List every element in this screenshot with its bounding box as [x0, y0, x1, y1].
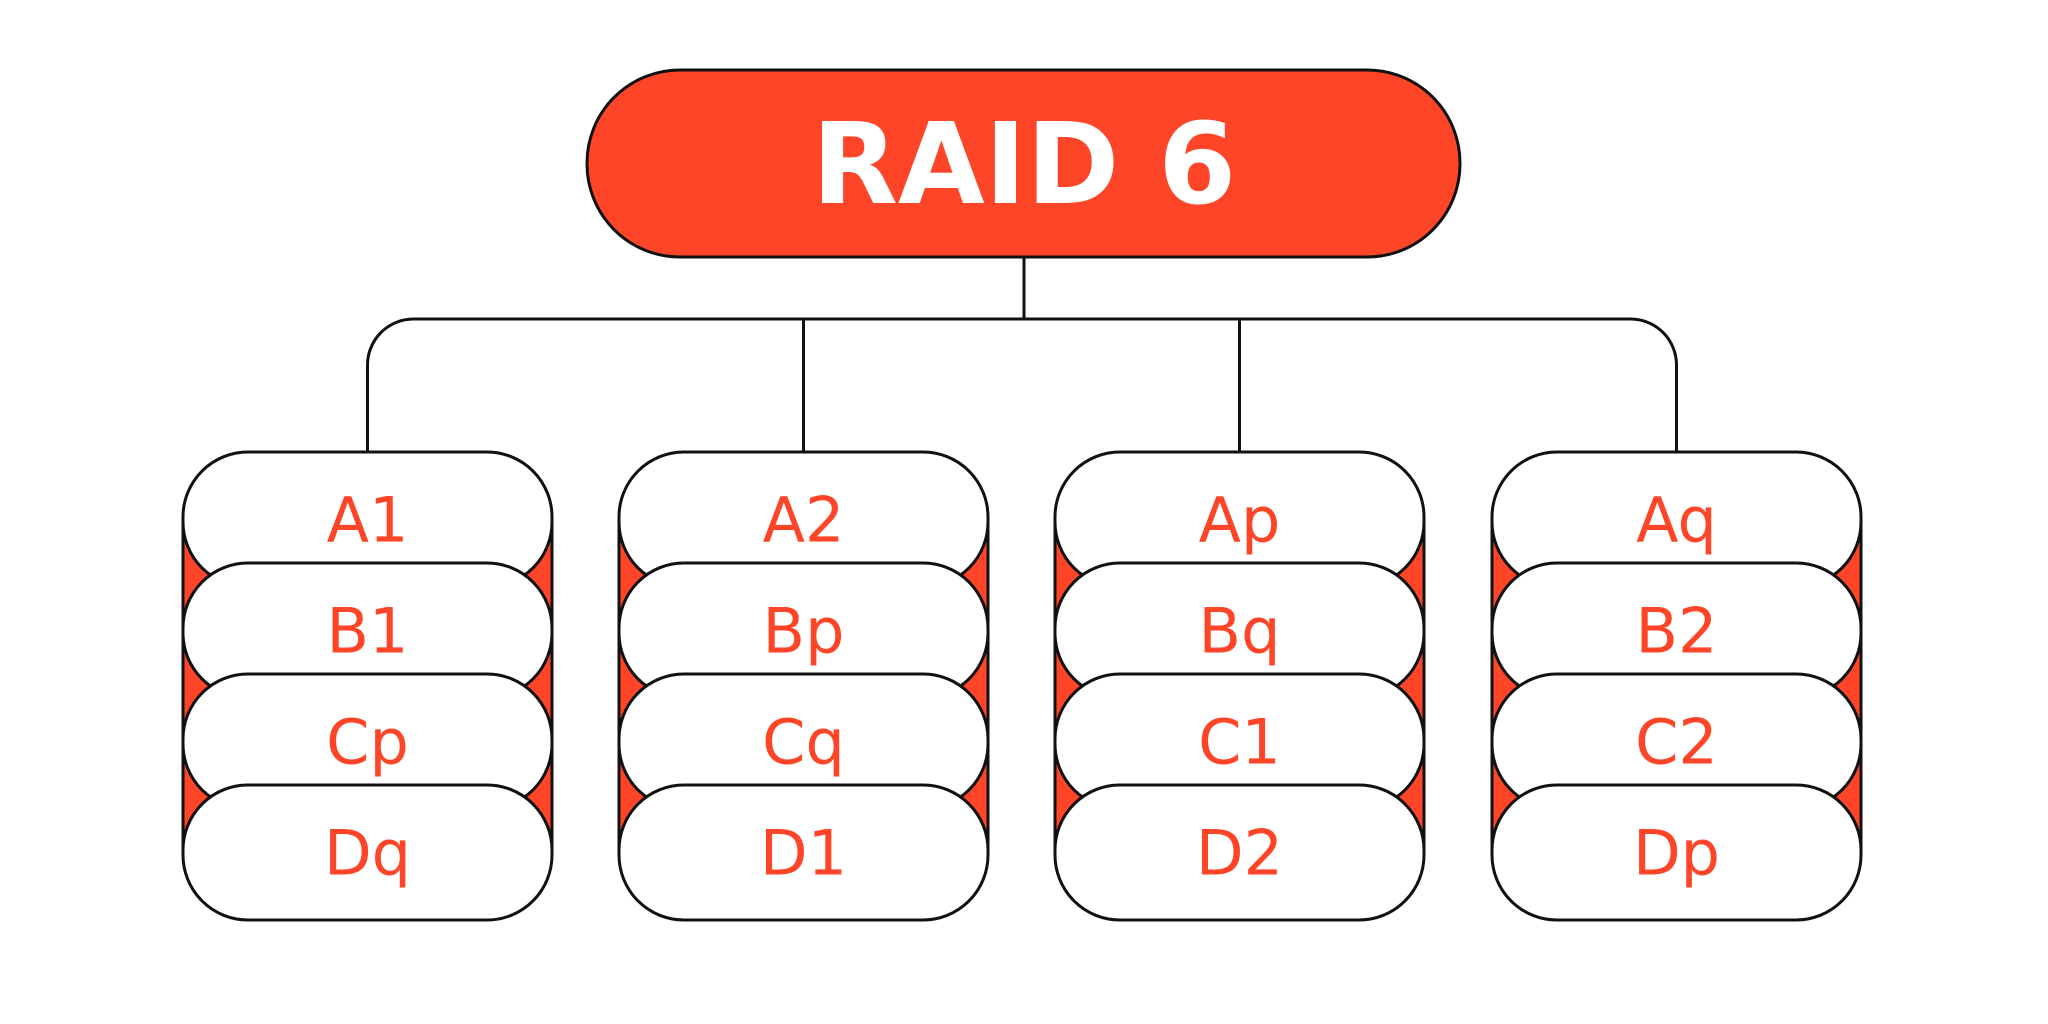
block-label: D1	[760, 817, 847, 890]
block-pill	[1053, 783, 1426, 922]
block-label: Aq	[1636, 484, 1717, 557]
block-label: C1	[1198, 706, 1281, 779]
block-D2: D2	[1053, 783, 1426, 922]
block-label: B2	[1636, 595, 1718, 668]
block-label: Dp	[1633, 817, 1720, 890]
block-label: D2	[1196, 817, 1283, 890]
bus-line	[366, 317, 1678, 452]
block-C1: C1	[1053, 672, 1426, 811]
block-label: Cp	[326, 706, 409, 779]
block-Bq: Bq	[1053, 561, 1426, 700]
block-Dq: Dq	[181, 783, 554, 922]
block-label: B1	[327, 595, 409, 668]
block-Cq: Cq	[617, 672, 990, 811]
block-label: A1	[327, 484, 409, 557]
block-pill	[181, 783, 554, 922]
block-pill	[1490, 783, 1863, 922]
block-C2: C2	[1490, 672, 1863, 811]
block-label: C2	[1635, 706, 1718, 779]
block-label: Bq	[1199, 595, 1281, 668]
block-D1: D1	[617, 783, 990, 922]
block-label: A2	[763, 484, 845, 557]
title-text: RAID 6	[812, 100, 1236, 230]
block-label: Dq	[324, 817, 411, 890]
block-label: Ap	[1199, 484, 1281, 557]
block-Ap: Ap	[1053, 450, 1426, 589]
title-pill	[585, 68, 1462, 259]
connector-lines	[366, 257, 1678, 452]
block-label: Bp	[763, 595, 845, 668]
title-node: RAID 6	[585, 68, 1462, 259]
block-pill	[617, 783, 990, 922]
block-Cp: Cp	[181, 672, 554, 811]
block-A2: A2	[617, 450, 990, 589]
block-B2: B2	[1490, 561, 1863, 700]
block-label: Cq	[762, 706, 845, 779]
block-B1: B1	[181, 561, 554, 700]
block-Dp: Dp	[1490, 783, 1863, 922]
